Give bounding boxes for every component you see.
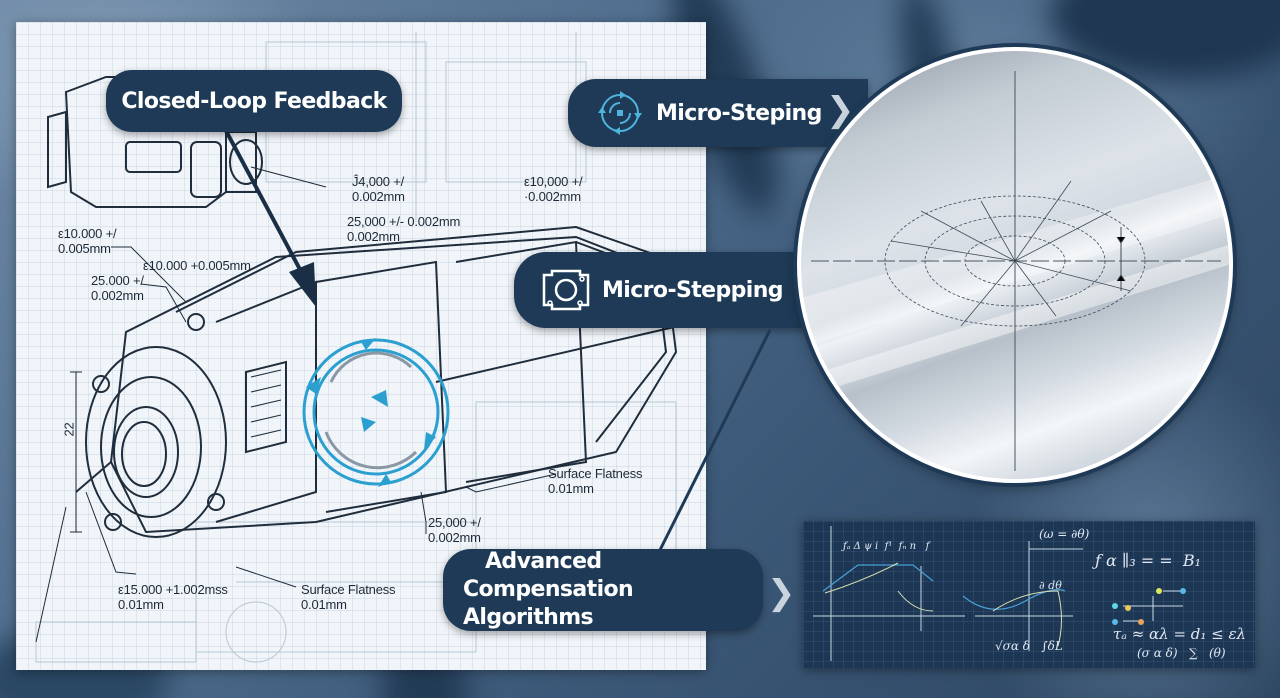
chevron-right-icon: ❯ [767,573,796,613]
equation-text: ∂ dθ [1039,579,1062,592]
closed-loop-feedback-callout[interactable]: Closed-Loop Feedback [106,70,402,132]
dimension-label: Surface Flatness 0.01mm [548,466,643,496]
equations-panel: ƒₐ Δ ψ i f¹ fₙ n f (ω = ∂θ) ƒ α ∥₃ = = B… [803,521,1255,668]
micro-stepping-label: Micro-Stepping [602,277,784,303]
dimension-label: 25,000 +/- 0.002mm 0.002mm [347,214,461,244]
equation-text: ƒₐ Δ ψ i f¹ fₙ n f [843,541,930,552]
advanced-label-line1: Advanced [485,549,602,574]
dimension-label: Ĵ4,000 +/ 0.002mm [352,174,405,204]
equation-text: (ω = ∂θ) [1039,527,1090,541]
dimension-label: ε15.000 +1.002mss 0.01mm [118,582,228,612]
rotation-arrows-icon [592,87,648,139]
advanced-label-line2: Compensation Algorithms [463,577,634,630]
micro-steping-label: Micro-Steping [656,100,822,126]
dimension-label: Surface Flatness 0.01mm [301,582,396,612]
advanced-compensation-callout[interactable]: Advanced Compensation Algorithms [443,549,763,631]
dimension-label: ε10.000 +0.005mm [143,258,251,273]
equation-text: ƒ α ∥₃ = = B₁ [1095,551,1202,570]
micro-stepping-callout[interactable]: Micro-Stepping [514,252,810,328]
dimension-label: ε10,000 +/ ·0.002mm [524,174,583,204]
dimension-label: ε10.000 +/ 0.005mm [58,226,117,256]
dimension-label: 25.000 +/ 0.002mm [91,273,144,303]
equation-text: (σ α δ) ∑ (θ) [1137,646,1226,660]
stepper-motor-icon [538,265,594,315]
equation-text: √σα δ ∫δL [995,639,1063,653]
surface-magnifier [797,47,1233,483]
motor-blueprint-drawing [35,32,697,663]
micro-steping-callout[interactable]: Micro-Steping [568,79,868,147]
equation-text: τₐ ≈ αλ = d₁ ≤ ελ [1113,625,1247,643]
surface-measurement-overlay [801,71,1229,471]
dimension-label: 25,000 +/ 0.002mm [428,515,481,545]
equation-graphs [813,526,1186,661]
closed-loop-feedback-label: Closed-Loop Feedback [121,88,387,114]
